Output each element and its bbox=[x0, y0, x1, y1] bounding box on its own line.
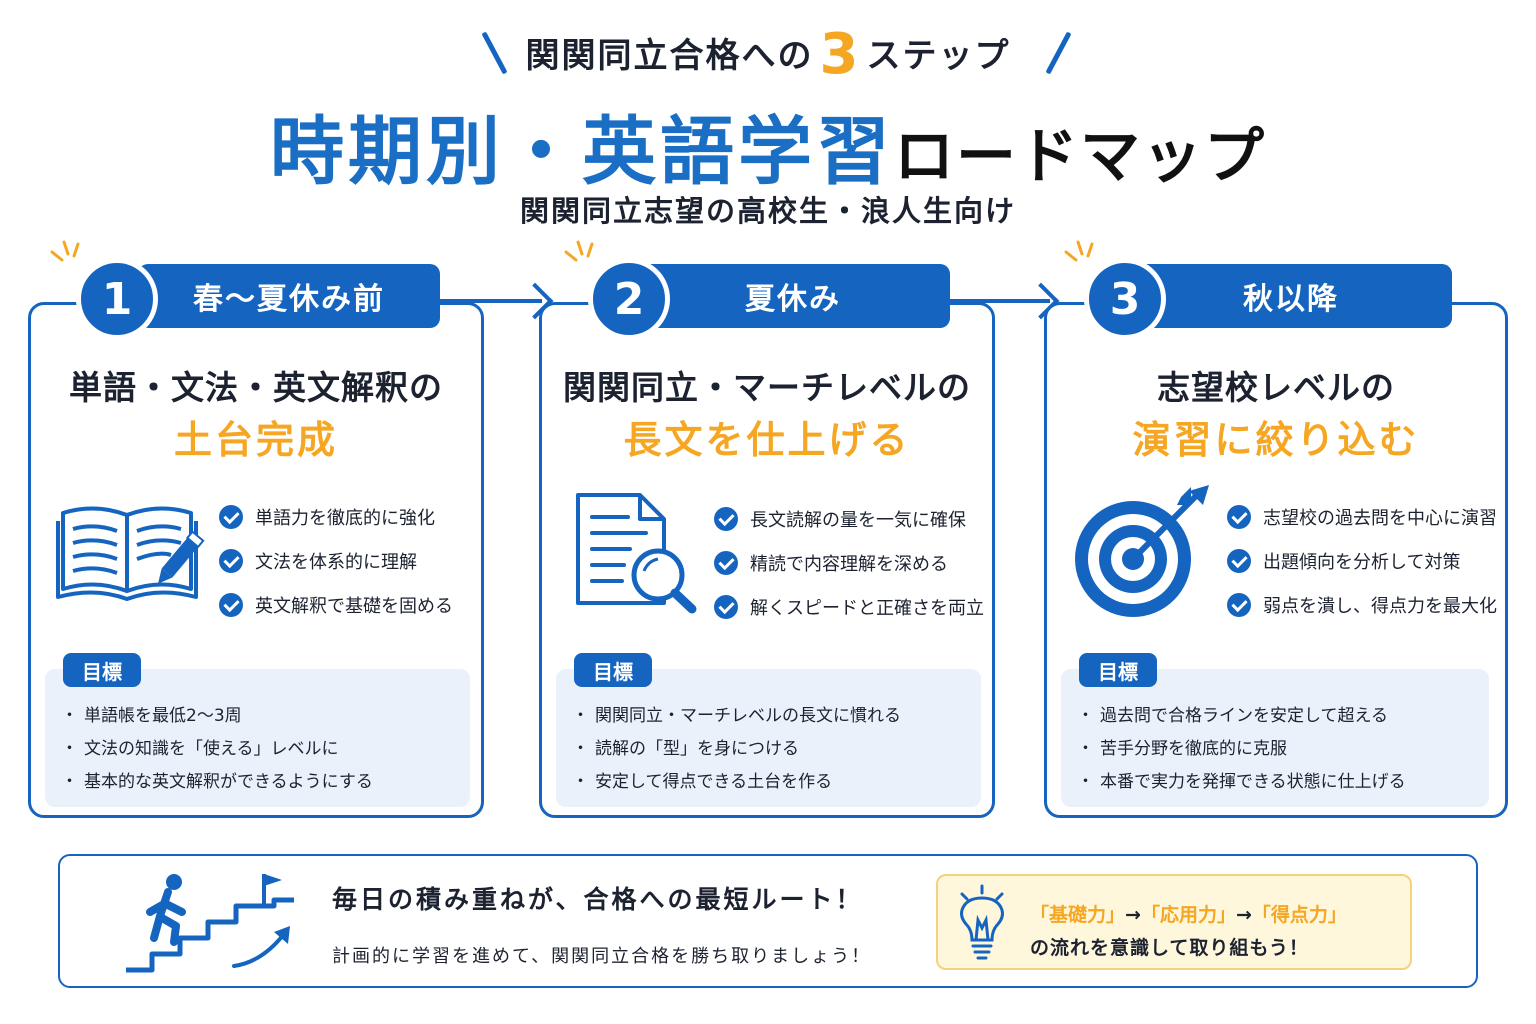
goal-item: 関関同立・マーチレベルの長文に慣れる bbox=[572, 697, 901, 730]
footer-sub-message: 計画的に学習を進めて、関関同立合格を勝ち取りましょう！ bbox=[332, 946, 872, 967]
check-circle-icon bbox=[714, 595, 738, 619]
sparkle-icon bbox=[1064, 240, 1094, 262]
check-circle-icon bbox=[714, 551, 738, 575]
check-circle-icon bbox=[219, 549, 243, 573]
tip-keyword-2: 「応用力」 bbox=[1140, 904, 1236, 926]
goal-item: 過去問で合格ラインを安定して超える bbox=[1077, 697, 1406, 730]
open-book-pencil-icon bbox=[56, 506, 205, 601]
goal-item: 基本的な英文解釈ができるようにする bbox=[61, 763, 373, 796]
tip-box bbox=[936, 874, 1412, 970]
stairs-climber-flag-icon bbox=[126, 874, 294, 973]
connector-line-2 bbox=[950, 299, 1050, 303]
goal-item: 読解の「型」を身につける bbox=[572, 730, 901, 763]
goal-item: 単語帳を最低2〜3周 bbox=[61, 697, 373, 730]
sparkle-icon bbox=[564, 240, 594, 262]
step-checklist: 単語力を徹底的に強化 文法を体系的に理解 英文解釈で基礎を固める bbox=[219, 495, 453, 627]
check-text: 英文解釈で基礎を固める bbox=[255, 596, 453, 617]
check-item: 出題傾向を分析して対策 bbox=[1227, 539, 1497, 583]
check-text: 単語力を徹底的に強化 bbox=[255, 508, 435, 529]
check-item: 長文読解の量を一気に確保 bbox=[714, 497, 984, 541]
page-subtitle: 関関同立志望の高校生・浪人生向け bbox=[519, 194, 1016, 228]
step-highlight: 土台完成 bbox=[173, 418, 338, 462]
check-text: 出題傾向を分析して対策 bbox=[1263, 552, 1461, 573]
goal-list: 単語帳を最低2〜3周 文法の知識を「使える」レベルに 基本的な英文解釈ができるよ… bbox=[61, 697, 373, 796]
check-text: 文法を体系的に理解 bbox=[255, 552, 417, 573]
tip-arrow-2: → bbox=[1235, 904, 1252, 926]
step-checklist: 長文読解の量を一気に確保 精読で内容理解を深める 解くスピードと正確さを両立 bbox=[714, 497, 984, 629]
check-item: 志望校の過去問を中心に演習 bbox=[1227, 495, 1497, 539]
eyebrow-number: 3 bbox=[819, 22, 861, 87]
title-blue-part: 時期別・英語学習 bbox=[270, 109, 894, 195]
check-circle-icon bbox=[1227, 549, 1251, 573]
goal-list: 過去問で合格ラインを安定して超える 苦手分野を徹底的に克服 本番で実力を発揮でき… bbox=[1077, 697, 1406, 796]
tip-keyword-1: 「基礎力」 bbox=[1030, 904, 1126, 926]
sparkle-icon bbox=[50, 240, 80, 262]
check-item: 弱点を潰し、得点力を最大化 bbox=[1227, 583, 1497, 627]
check-item: 文法を体系的に理解 bbox=[219, 539, 453, 583]
check-text: 弱点を潰し、得点力を最大化 bbox=[1263, 596, 1497, 617]
footer-panel bbox=[58, 854, 1478, 988]
check-circle-icon bbox=[1227, 505, 1251, 529]
goal-item: 文法の知識を「使える」レベルに bbox=[61, 730, 373, 763]
document-magnifier-icon bbox=[576, 493, 697, 614]
step-card-2: 関関同立・マーチレベルの 長文を仕上げる 長文読解の量を一気に確保 精読で内容理… bbox=[539, 302, 995, 818]
step-period-tab-3: 秋以降 bbox=[1130, 264, 1452, 328]
footer-main-message: 毎日の積み重ねが、合格への最短ルート！ bbox=[332, 885, 864, 914]
step-checklist: 志望校の過去問を中心に演習 出題傾向を分析して対策 弱点を潰し、得点力を最大化 bbox=[1227, 495, 1497, 627]
step-number-badge-1: 1 bbox=[76, 258, 158, 340]
title-dark-part: ロードマップ bbox=[894, 122, 1266, 192]
tip-keywords: 「基礎力」→「応用力」→「得点力」 bbox=[1030, 900, 1347, 927]
step-highlight: 演習に絞り込む bbox=[1132, 418, 1420, 462]
check-text: 精読で内容理解を深める bbox=[750, 554, 948, 575]
check-item: 単語力を徹底的に強化 bbox=[219, 495, 453, 539]
goal-list: 関関同立・マーチレベルの長文に慣れる 読解の「型」を身につける 安定して得点でき… bbox=[572, 697, 901, 796]
eyebrow-text-post: ステップ bbox=[866, 36, 1011, 76]
goal-item: 安定して得点できる土台を作る bbox=[572, 763, 901, 796]
tip-keyword-3: 「得点力」 bbox=[1251, 904, 1347, 926]
step-card-1: 単語・文法・英文解釈の 土台完成 単語力を徹底的に強化 文法を体系的に理解 英文… bbox=[28, 302, 484, 818]
step-period-tab-1: 春〜夏休み前 bbox=[138, 264, 440, 328]
check-item: 英文解釈で基礎を固める bbox=[219, 583, 453, 627]
check-circle-icon bbox=[714, 507, 738, 531]
goal-label: 目標 bbox=[1079, 653, 1157, 687]
check-circle-icon bbox=[1227, 593, 1251, 617]
step-heading: 単語・文法・英文解釈の bbox=[69, 368, 443, 407]
eyebrow-text-pre: 関関同立合格への bbox=[525, 36, 814, 76]
tip-arrow-1: → bbox=[1125, 904, 1141, 926]
step-heading: 関関同立・マーチレベルの bbox=[563, 368, 971, 407]
check-circle-icon bbox=[219, 593, 243, 617]
step-number-badge-2: 2 bbox=[588, 258, 670, 340]
tip-message: の流れを意識して取り組もう！ bbox=[1030, 937, 1309, 959]
connector-line-1 bbox=[440, 299, 542, 303]
step-card-3: 志望校レベルの 演習に絞り込む 志望校の過去問を中心に演習 出題傾向を分析して対… bbox=[1044, 302, 1508, 818]
lightbulb-icon bbox=[960, 884, 1004, 960]
goal-item: 苦手分野を徹底的に克服 bbox=[1077, 730, 1406, 763]
check-text: 志望校の過去問を中心に演習 bbox=[1263, 508, 1497, 529]
page-title: 時期別・英語学習ロードマップ bbox=[0, 92, 1536, 199]
check-text: 長文読解の量を一気に確保 bbox=[750, 510, 966, 531]
target-arrow-icon bbox=[1075, 485, 1209, 617]
check-item: 精読で内容理解を深める bbox=[714, 541, 984, 585]
check-circle-icon bbox=[219, 505, 243, 529]
step-period-tab-2: 夏休み bbox=[636, 264, 950, 328]
step-number-badge-3: 3 bbox=[1084, 258, 1166, 340]
step-heading: 志望校レベルの bbox=[1157, 368, 1395, 407]
goal-item: 本番で実力を発揮できる状態に仕上げる bbox=[1077, 763, 1406, 796]
check-text: 解くスピードと正確さを両立 bbox=[750, 598, 984, 619]
step-highlight: 長文を仕上げる bbox=[623, 418, 911, 462]
check-item: 解くスピードと正確さを両立 bbox=[714, 585, 984, 629]
goal-label: 目標 bbox=[574, 653, 652, 687]
goal-label: 目標 bbox=[63, 653, 141, 687]
